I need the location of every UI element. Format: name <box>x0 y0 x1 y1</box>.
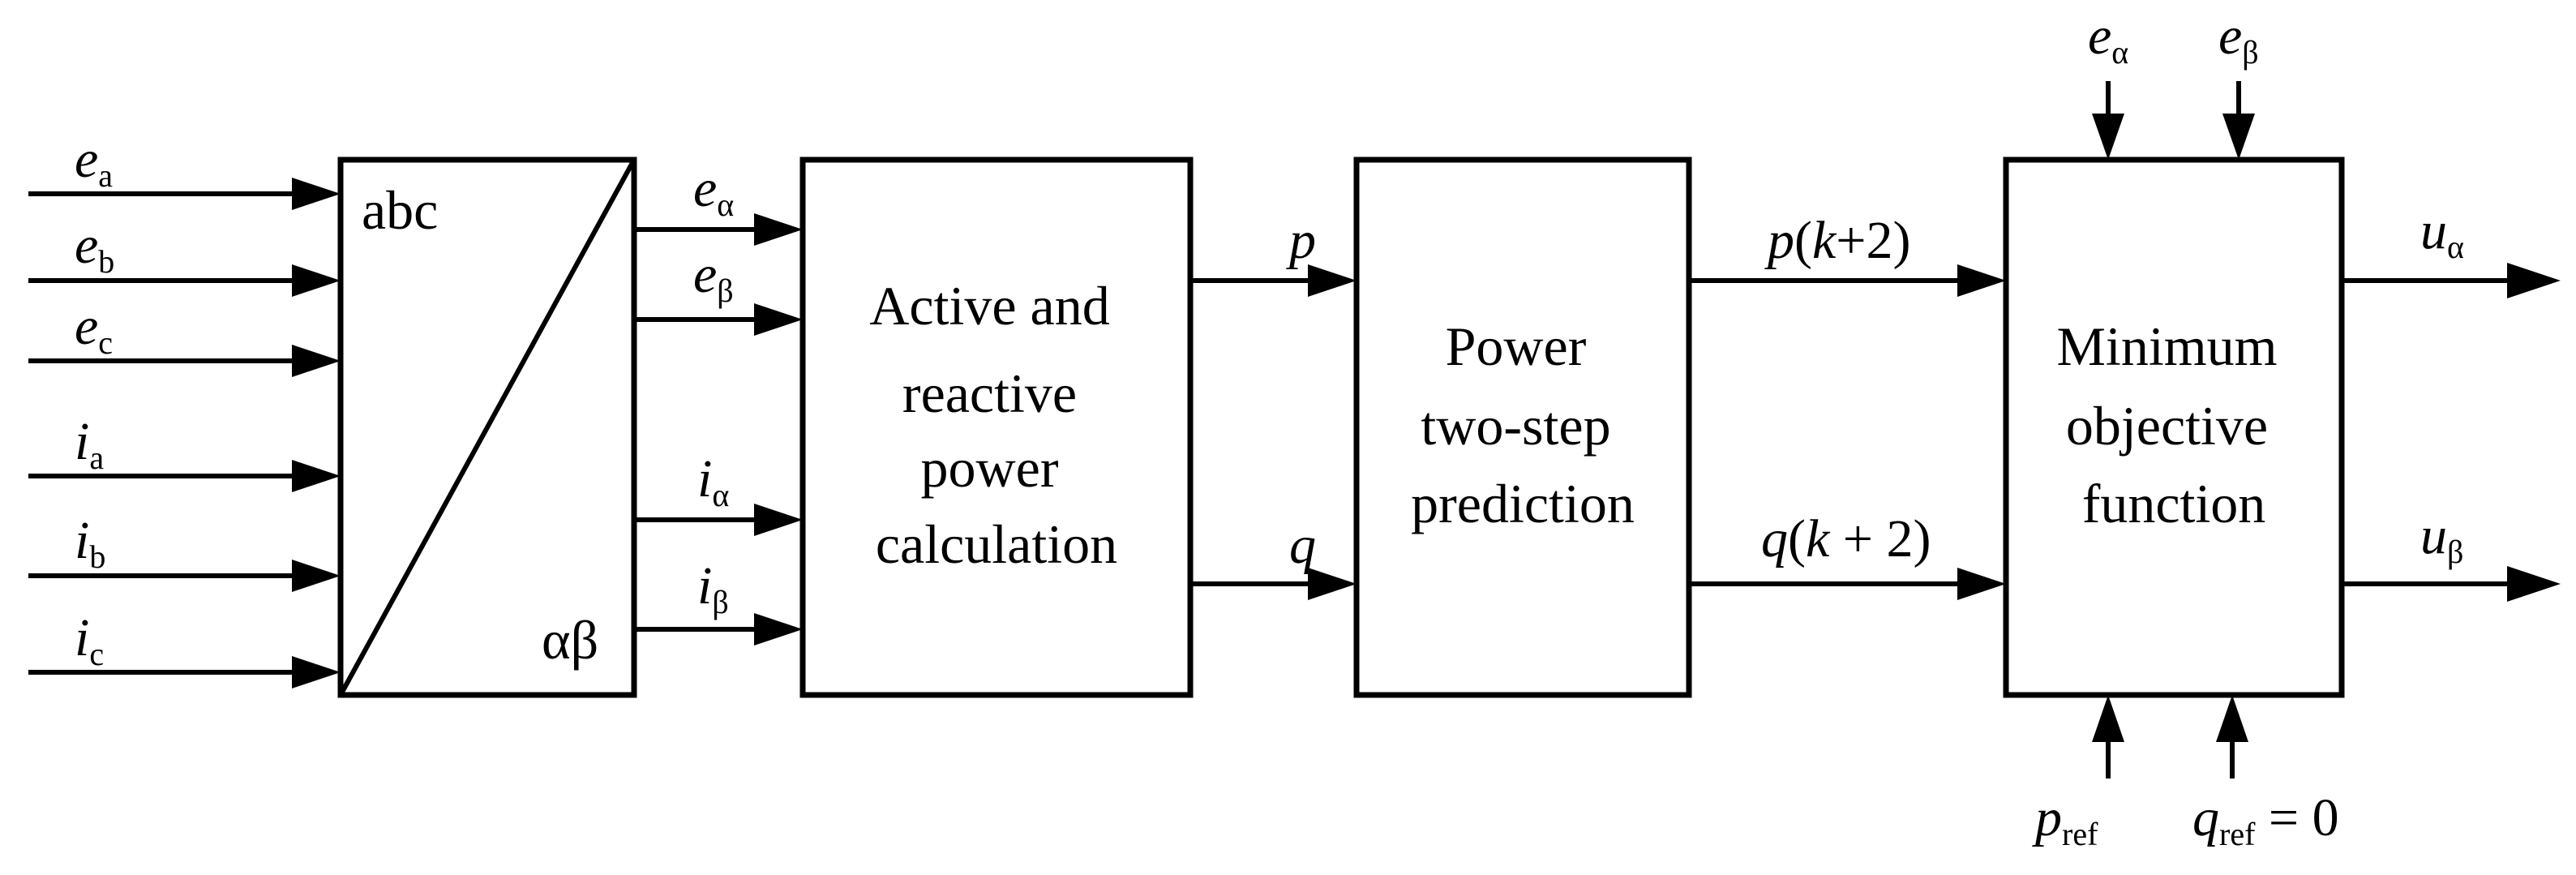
prediction-line-2: two-step <box>1421 395 1610 457</box>
label-e-alpha: eα <box>693 159 734 223</box>
input-label-eb: eb <box>75 216 114 280</box>
prediction-arrows: p(k+2) q(k + 2) <box>1689 211 2006 600</box>
objective-line-3: function <box>2082 473 2266 534</box>
input-label-ec: ec <box>75 297 113 361</box>
two-step-prediction-block: Power two-step prediction <box>1353 157 1692 698</box>
label-p: p <box>1286 211 1316 270</box>
power-arrows: p q <box>1190 211 1357 600</box>
power-calc-line-1: Active and <box>869 275 1109 337</box>
bottom-input-arrows: pref qref = 0 <box>2032 695 2339 852</box>
objective-line-2: objective <box>2066 395 2268 457</box>
power-calculation-block: Active and reactive power calculation <box>799 157 1194 698</box>
input-label-ic: ic <box>75 608 104 672</box>
svg-text:Active and reactive: Active and reactive power calculation <box>869 275 1123 575</box>
label-q: q <box>1289 516 1316 575</box>
output-arrows: uα uβ <box>2342 201 2561 602</box>
abc-label: abc <box>362 179 438 241</box>
input-label-ia: ia <box>75 412 104 476</box>
input-arrows <box>28 178 341 688</box>
objective-line-1: Minimum <box>2056 315 2277 377</box>
input-label-ea: ea <box>75 130 113 194</box>
output-label-u-beta: uβ <box>2420 506 2463 570</box>
top-label-e-alpha: eα <box>2088 6 2128 71</box>
label-e-beta: eβ <box>693 245 734 309</box>
top-label-e-beta: eβ <box>2218 6 2259 71</box>
minimum-objective-function-block: Minimum objective function <box>2003 157 2345 698</box>
power-calc-line-2: reactive <box>902 362 1077 424</box>
abc-to-alphabeta-block: abc αβ <box>337 157 637 698</box>
label-p-k-plus-2: p(k+2) <box>1764 211 1910 270</box>
label-i-beta: iβ <box>697 556 729 620</box>
svg-text:Power two-step pre: Power two-step prediction <box>1411 315 1635 534</box>
power-calc-line-4: calculation <box>876 513 1117 575</box>
alphabeta-label: αβ <box>542 609 598 671</box>
output-label-u-alpha: uα <box>2420 201 2464 265</box>
prediction-line-1: Power <box>1446 315 1587 377</box>
input-label-ib: ib <box>75 511 105 575</box>
input-labels: ea eb ec ia ib ic <box>75 130 114 672</box>
prediction-line-3: prediction <box>1411 473 1635 534</box>
label-i-alpha: iα <box>697 449 729 513</box>
label-p-ref: pref <box>2032 788 2098 852</box>
power-calc-line-3: power <box>921 437 1059 499</box>
label-q-ref: qref = 0 <box>2192 788 2339 852</box>
svg-text:Minimum objective: Minimum objective function <box>2056 315 2291 534</box>
label-q-k-plus-2: q(k + 2) <box>1761 509 1931 568</box>
transform-output-arrows <box>634 213 803 646</box>
transform-output-labels: eα eβ iα iβ <box>693 159 734 620</box>
top-input-arrows: eα eβ <box>2088 6 2259 160</box>
